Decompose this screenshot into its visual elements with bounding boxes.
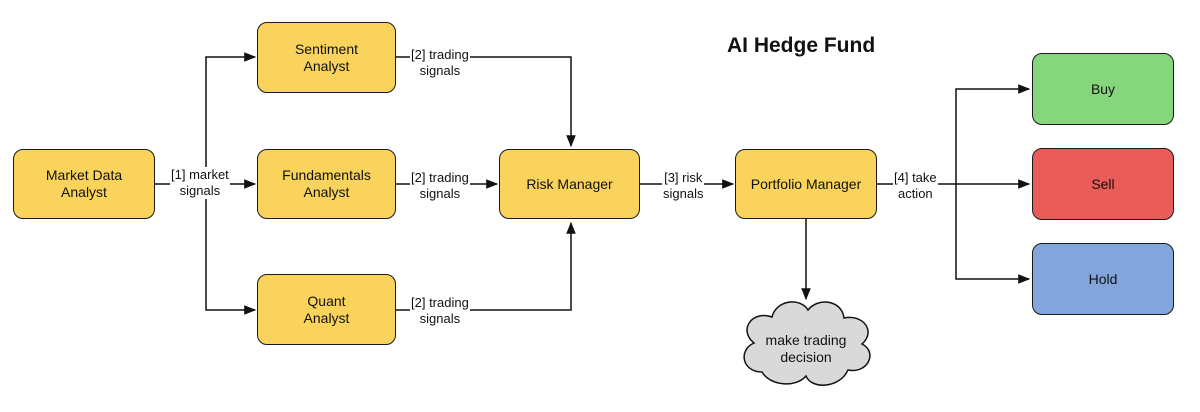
- quant-analyst-node[interactable]: Quant Analyst: [257, 274, 396, 345]
- edge-market-to-sentiment: [205, 52, 257, 184]
- edge-label-trading-signals-mid: [2] trading signals: [410, 170, 470, 202]
- edge-portfolio-to-buy: [955, 84, 1031, 184]
- edge-label-trading-signals-top: [2] trading signals: [410, 47, 470, 79]
- edge-label-take-action: [4] take action: [893, 170, 938, 202]
- portfolio-manager-node[interactable]: Portfolio Manager: [735, 149, 877, 219]
- edge-label-market-signals: [1] market signals: [170, 167, 230, 199]
- sentiment-analyst-node[interactable]: Sentiment Analyst: [257, 22, 396, 93]
- edge-label-risk-signals: [3] risk signals: [662, 170, 705, 202]
- decision-cloud: [743, 301, 871, 386]
- buy-action-node[interactable]: Buy: [1032, 53, 1174, 125]
- diagram-title: AI Hedge Fund: [727, 34, 876, 57]
- edge-label-trading-signals-bottom: [2] trading signals: [410, 295, 470, 327]
- decision-cloud-label: make trading decision: [765, 332, 847, 365]
- market-data-analyst-node[interactable]: Market Data Analyst: [13, 149, 155, 219]
- risk-manager-node[interactable]: Risk Manager: [499, 149, 640, 219]
- fundamentals-analyst-node[interactable]: Fundamentals Analyst: [257, 149, 396, 219]
- edge-portfolio-to-hold: [955, 184, 1031, 284]
- edge-market-to-quant: [205, 184, 257, 315]
- hold-action-node[interactable]: Hold: [1032, 243, 1174, 315]
- sell-action-node[interactable]: Sell: [1032, 148, 1174, 220]
